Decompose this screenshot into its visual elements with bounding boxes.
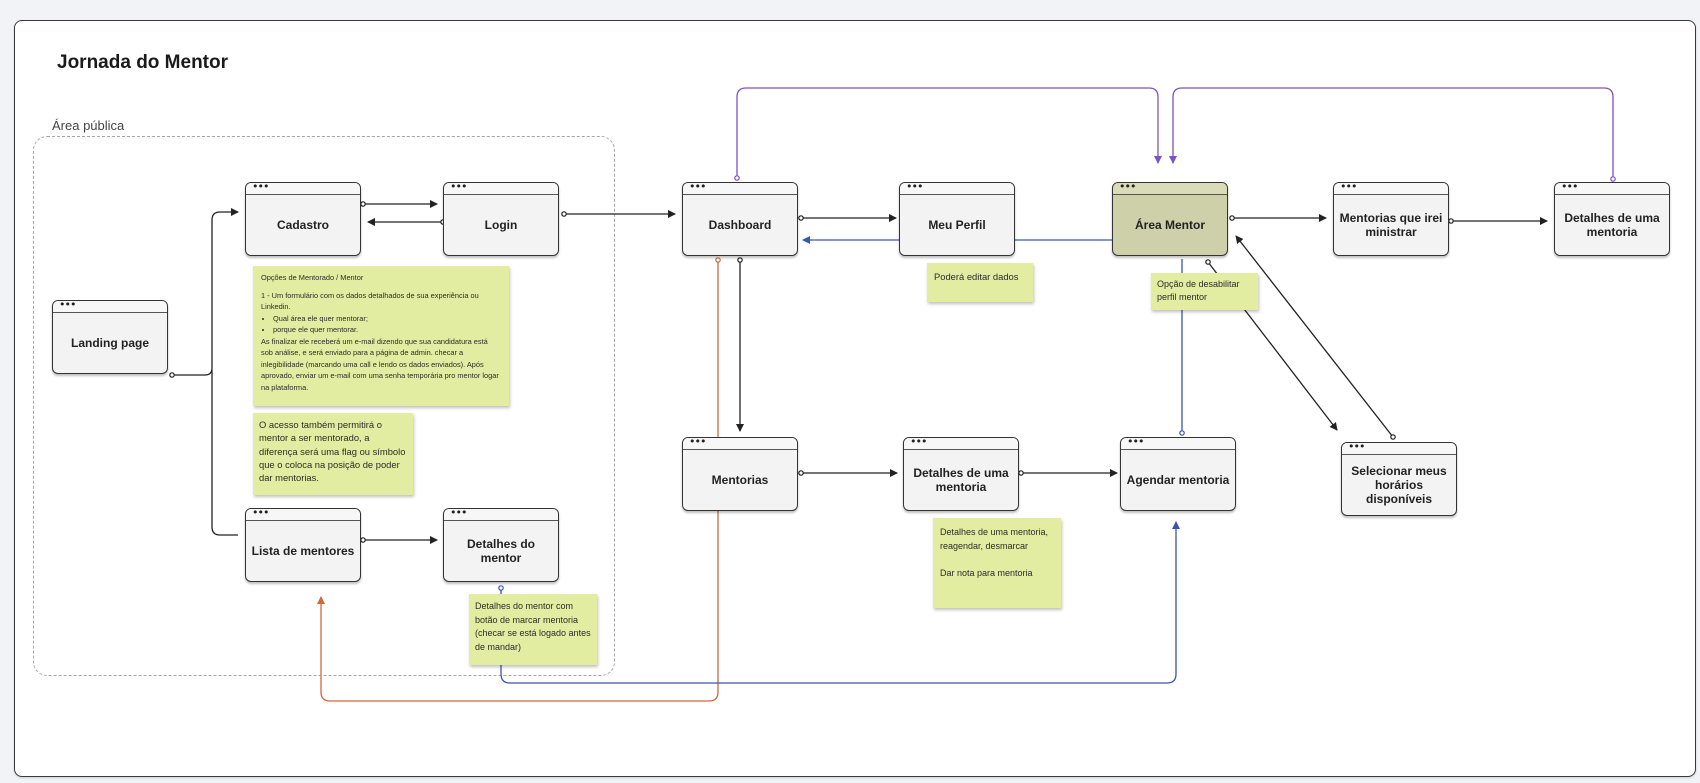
node-selecionar-horarios[interactable]: ••• Selecionar meus horários disponíveis bbox=[1341, 442, 1457, 516]
node-login[interactable]: ••• Login bbox=[443, 182, 559, 256]
window-bar: ••• bbox=[900, 183, 1014, 195]
node-landing-page[interactable]: ••• Landing page bbox=[52, 300, 168, 374]
node-label: Meu Perfil bbox=[928, 217, 986, 232]
dots-icon: ••• bbox=[689, 182, 706, 193]
note-text: Opção de desabilitar perfil mentor bbox=[1157, 279, 1240, 302]
window-bar: ••• bbox=[683, 183, 797, 195]
window-bar: ••• bbox=[246, 183, 360, 195]
dots-icon: ••• bbox=[252, 182, 269, 193]
sticky-note-detalhes-mentor: Detalhes do mentor com botão de marcar m… bbox=[469, 594, 597, 665]
edge-dashboard-to-lista-orange bbox=[317, 257, 721, 702]
node-label: Mentorias bbox=[711, 472, 769, 487]
dots-icon: ••• bbox=[450, 508, 467, 519]
window-bar: ••• bbox=[1113, 183, 1227, 195]
window-bar: ••• bbox=[444, 183, 558, 195]
dots-icon: ••• bbox=[252, 508, 269, 519]
note-bullet: porque ele quer mentorar. bbox=[273, 324, 501, 336]
dots-icon: ••• bbox=[1127, 437, 1144, 448]
board-title: Jornada do Mentor bbox=[57, 52, 229, 73]
note-text: Poderá editar dados bbox=[934, 271, 1019, 282]
node-label: Login bbox=[484, 217, 518, 232]
edge-landing-to-cadastro bbox=[169, 208, 239, 378]
note-title: Opções de Mentorado / Mentor bbox=[261, 273, 364, 282]
edge-dashboard-to-area-purple bbox=[734, 87, 1162, 181]
node-meu-perfil[interactable]: ••• Meu Perfil bbox=[899, 182, 1015, 256]
node-mentorias[interactable]: ••• Mentorias bbox=[682, 437, 798, 511]
node-mentorias-que-irei-ministrar[interactable]: ••• Mentorias que irei ministrar bbox=[1333, 182, 1449, 256]
dots-icon: ••• bbox=[1348, 442, 1365, 453]
window-bar: ••• bbox=[1342, 443, 1456, 455]
edge-detalhes-mentor-to-agendar-blue bbox=[498, 521, 1180, 684]
node-detalhes-de-uma-mentoria-top[interactable]: ••• Detalhes de uma mentoria bbox=[1554, 182, 1670, 256]
sticky-note-editar: Poderá editar dados bbox=[927, 263, 1033, 302]
node-label: Lista de mentores bbox=[251, 543, 355, 558]
note-text: Detalhes do mentor com botão de marcar m… bbox=[475, 601, 591, 652]
dots-icon: ••• bbox=[450, 182, 467, 193]
window-bar: ••• bbox=[1121, 438, 1235, 450]
note-bullet: Qual área ele quer mentorar; bbox=[273, 313, 501, 325]
node-label: Agendar mentoria bbox=[1126, 472, 1230, 487]
node-dashboard[interactable]: ••• Dashboard bbox=[682, 182, 798, 256]
note-body: As finalizar ele receberá um e-mail dize… bbox=[261, 336, 499, 392]
window-bar: ••• bbox=[683, 438, 797, 450]
window-bar: ••• bbox=[246, 509, 360, 521]
sticky-note-acesso: O acesso também permitirá o mentor a ser… bbox=[253, 413, 413, 495]
edge-landing-to-lista bbox=[211, 370, 238, 536]
node-label: Detalhes de uma mentoria bbox=[1564, 210, 1660, 239]
node-agendar-mentoria[interactable]: ••• Agendar mentoria bbox=[1120, 437, 1236, 511]
note-text: Detalhes de uma mentoria, reagendar, des… bbox=[940, 527, 1049, 578]
dots-icon: ••• bbox=[906, 182, 923, 193]
node-label: Mentorias que irei ministrar bbox=[1339, 210, 1443, 239]
public-area-label: Área pública bbox=[52, 118, 125, 133]
sticky-note-desabilitar: Opção de desabilitar perfil mentor bbox=[1151, 273, 1258, 310]
node-label: Detalhes de uma mentoria bbox=[913, 465, 1009, 494]
dots-icon: ••• bbox=[1340, 182, 1357, 193]
window-bar: ••• bbox=[444, 509, 558, 521]
node-label: Detalhes do mentor bbox=[466, 536, 535, 565]
node-label: Cadastro bbox=[276, 217, 329, 232]
sticky-note-detalhes-mentoria: Detalhes de uma mentoria, reagendar, des… bbox=[933, 518, 1061, 608]
node-area-mentor[interactable]: ••• Área Mentor bbox=[1112, 182, 1228, 256]
window-bar: ••• bbox=[904, 438, 1018, 450]
node-label: Dashboard bbox=[708, 217, 772, 232]
window-bar: ••• bbox=[1334, 183, 1448, 195]
sticky-note-opcoes: Opções de Mentorado / Mentor 1 - Um form… bbox=[253, 266, 509, 406]
node-detalhes-de-uma-mentoria[interactable]: ••• Detalhes de uma mentoria bbox=[903, 437, 1019, 511]
edge-detalhes-to-area-purple bbox=[1169, 87, 1616, 182]
dots-icon: ••• bbox=[910, 437, 927, 448]
edge-horarios-to-area bbox=[1235, 235, 1396, 440]
node-label: Área Mentor bbox=[1134, 217, 1205, 232]
dots-icon: ••• bbox=[1561, 182, 1578, 193]
dots-icon: ••• bbox=[1119, 182, 1136, 193]
node-lista-de-mentores[interactable]: ••• Lista de mentores bbox=[245, 508, 361, 582]
node-cadastro[interactable]: ••• Cadastro bbox=[245, 182, 361, 256]
note-item: 1 - Um formulário com os dados detalhado… bbox=[261, 290, 479, 312]
dots-icon: ••• bbox=[59, 300, 76, 311]
window-bar: ••• bbox=[53, 301, 167, 313]
note-text: O acesso também permitirá o mentor a ser… bbox=[259, 419, 406, 484]
node-detalhes-do-mentor[interactable]: ••• Detalhes do mentor bbox=[443, 508, 559, 582]
node-label: Landing page bbox=[71, 335, 149, 350]
node-label: Selecionar meus horários disponíveis bbox=[1351, 463, 1447, 506]
window-bar: ••• bbox=[1555, 183, 1669, 195]
dots-icon: ••• bbox=[689, 437, 706, 448]
